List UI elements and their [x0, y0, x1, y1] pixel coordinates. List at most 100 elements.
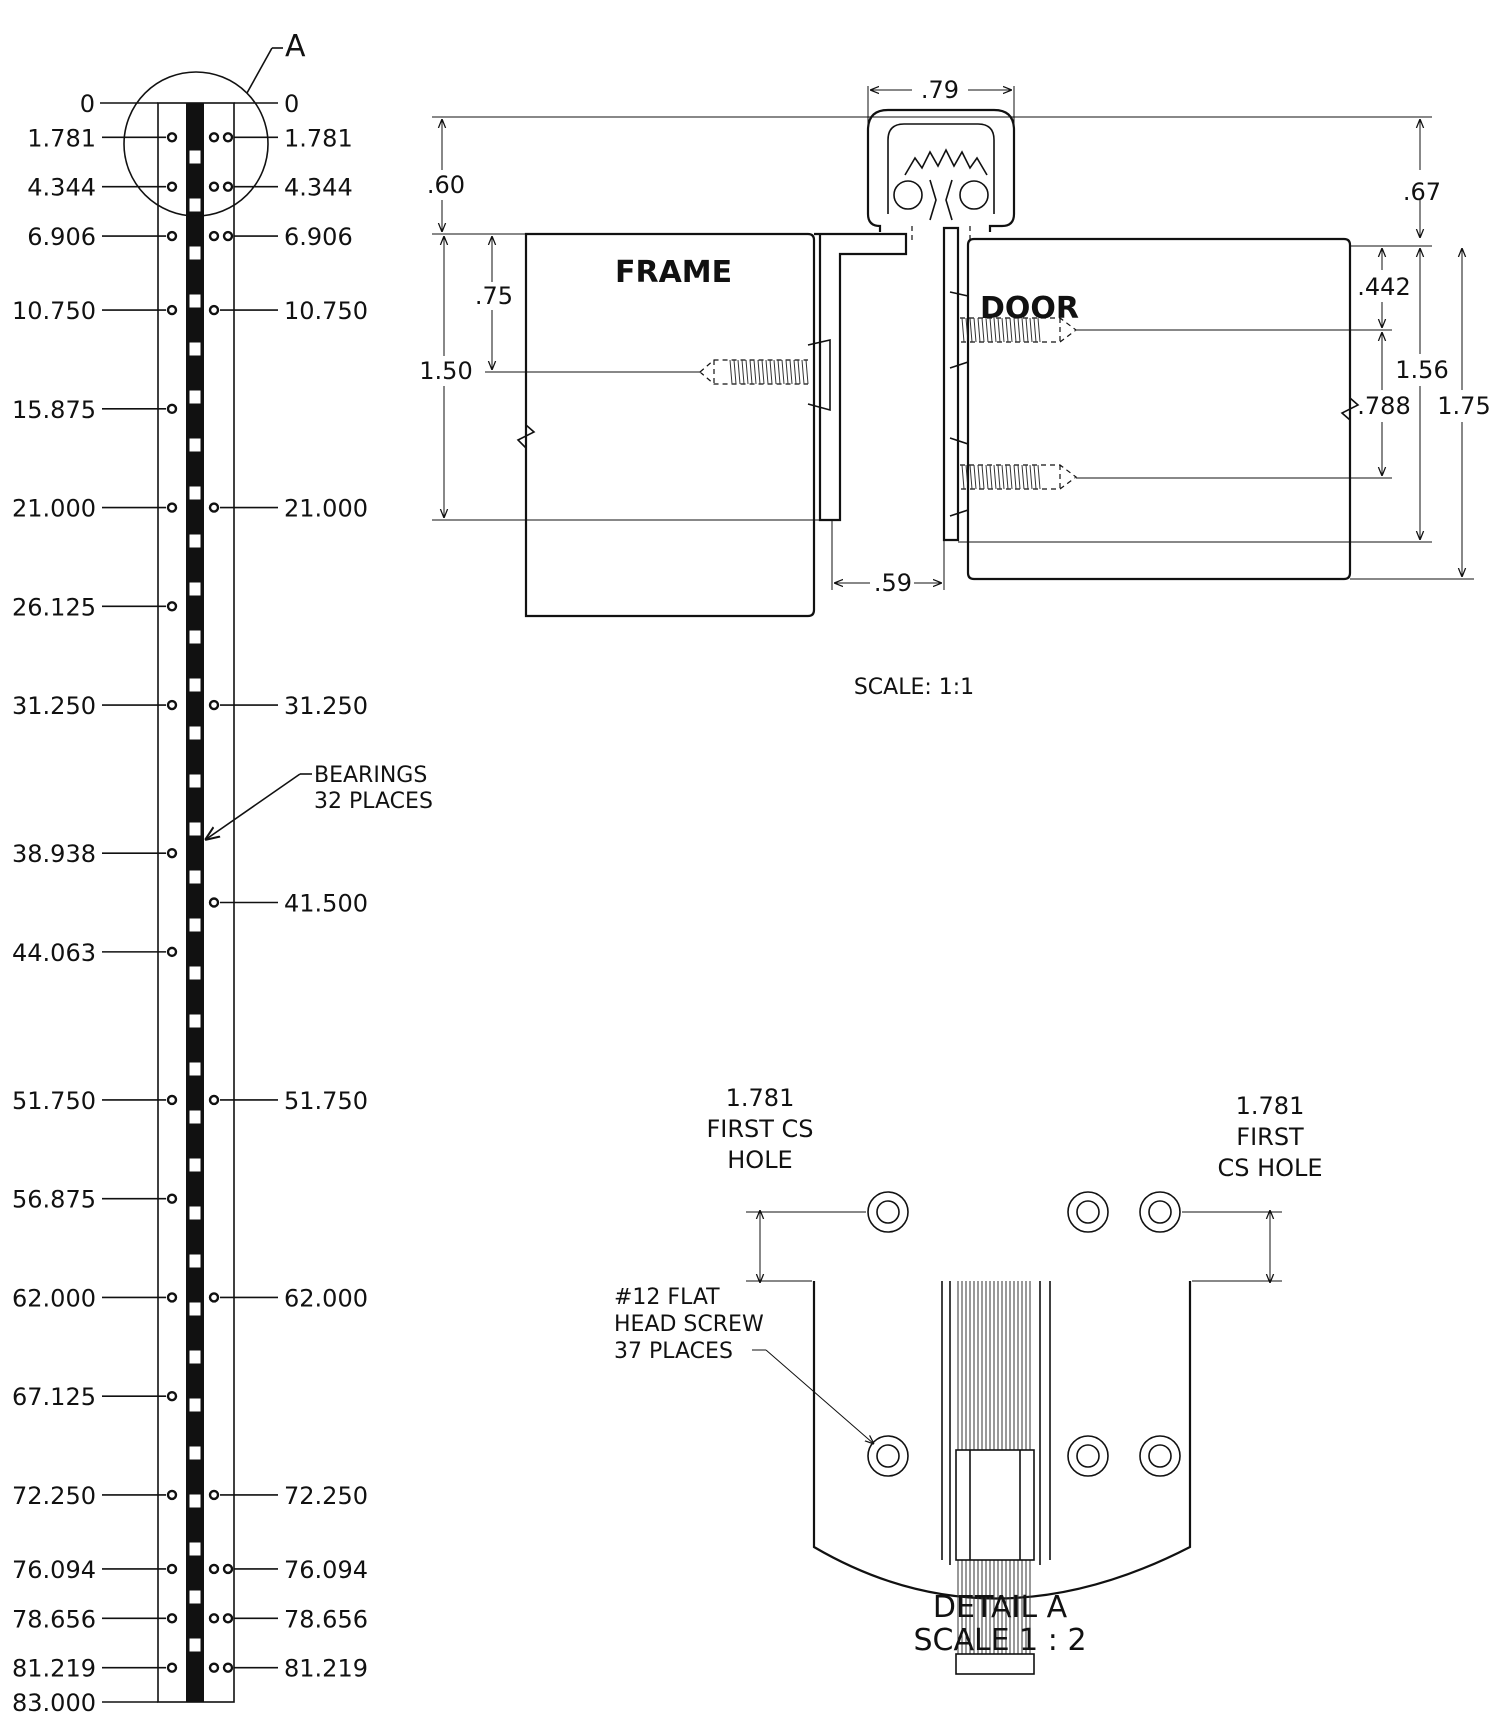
bearing-mark — [188, 197, 202, 213]
detail-left-dim-line2: FIRST CS — [706, 1115, 813, 1143]
left-screw-hole — [166, 1613, 178, 1624]
right-screw-hole — [208, 132, 220, 143]
screw-hole-6 — [1139, 1435, 1181, 1477]
door-screw-lower — [949, 437, 1077, 517]
left-screw-hole — [166, 946, 178, 958]
bearing-mark — [188, 1637, 202, 1653]
hinge-knuckle-profile — [866, 108, 1016, 232]
bearing-mark — [188, 293, 202, 309]
door-leaf — [942, 226, 960, 542]
bearing-mark — [188, 1013, 202, 1029]
right-screw-hole — [208, 181, 220, 192]
left-dim-label: 6.906 — [27, 223, 96, 251]
right-screw-hole — [222, 230, 234, 242]
right-dim-label: 78.656 — [284, 1605, 368, 1633]
section-scale-label: SCALE: 1:1 — [854, 675, 974, 700]
dim-door-screw-spacing: .788 — [1357, 392, 1410, 420]
dim-frame-total: 1.50 — [419, 357, 472, 385]
right-dim-label: 21.000 — [284, 495, 368, 523]
screw-hole-4 — [867, 1435, 909, 1477]
left-screw-hole — [166, 132, 178, 143]
dim-door-total-outer: 1.75 — [1437, 392, 1490, 420]
dim-left-height: .60 — [427, 171, 465, 199]
detail-left-dim-line1: 1.781 — [726, 1084, 795, 1112]
left-screw-hole — [166, 403, 178, 415]
left-dim-label: 76.094 — [12, 1556, 96, 1584]
bearing-mark — [188, 1301, 202, 1317]
left-screw-hole — [166, 1292, 178, 1303]
detail-a-circle — [123, 71, 269, 217]
door-block — [966, 237, 1352, 581]
right-dim-label: 72.250 — [284, 1482, 368, 1510]
bearings-leader — [205, 773, 301, 840]
screw-hole-1 — [867, 1191, 909, 1233]
bearing-mark — [188, 821, 202, 837]
right-screw-hole — [208, 1563, 220, 1575]
right-screw-hole — [208, 502, 220, 513]
right-screw-hole — [208, 1613, 220, 1624]
zero-right-label: 0 — [284, 90, 299, 118]
knuckle-center-rib — [929, 179, 953, 221]
bearing-mark — [188, 917, 202, 933]
left-dim-label: 67.125 — [12, 1383, 96, 1411]
bearing-mark — [188, 1493, 202, 1509]
bearing-mark — [188, 1109, 202, 1125]
right-screw-hole — [208, 699, 220, 711]
right-dim-label: 31.250 — [284, 692, 368, 720]
left-screw-hole — [166, 1390, 178, 1402]
knuckle-gear-teeth — [904, 148, 988, 176]
dim-gap: .59 — [874, 569, 912, 597]
left-screw-hole — [166, 502, 178, 513]
bearing-mark — [188, 581, 202, 597]
right-dim-label: 81.219 — [284, 1655, 368, 1683]
right-dim-label: 76.094 — [284, 1556, 368, 1584]
left-dim-label: 26.125 — [12, 593, 96, 621]
frame-leaf — [814, 232, 908, 522]
right-screw-hole — [222, 181, 234, 192]
right-dim-label: 62.000 — [284, 1284, 368, 1312]
right-screw-hole — [208, 230, 220, 242]
frame-label: FRAME — [615, 255, 732, 290]
left-dim-label: 72.250 — [12, 1482, 96, 1510]
right-screw-hole — [222, 132, 234, 143]
right-screw-hole — [208, 1662, 220, 1673]
detail-title-line1: DETAIL A — [933, 1590, 1068, 1625]
left-screw-hole — [166, 1563, 178, 1575]
bearing-mark — [188, 389, 202, 405]
right-dim-label: 51.750 — [284, 1087, 368, 1115]
bearing-mark — [188, 677, 202, 693]
screw-note-line3: 37 PLACES — [614, 1339, 733, 1364]
screw-note-line1: #12 FLAT — [614, 1285, 720, 1310]
left-dim-label: 51.750 — [12, 1087, 96, 1115]
hinge-elevation: A 0 0 1.7814.3446.90610.75015.87521.0002… — [12, 29, 433, 1713]
bearing-mark — [188, 773, 202, 789]
screw-hole-5 — [1067, 1435, 1109, 1477]
right-dim-label: 4.344 — [284, 174, 353, 202]
bearing-marks — [188, 149, 202, 1653]
detail-outline — [812, 1281, 1192, 1600]
bearing-mark — [188, 245, 202, 261]
right-dim-label: 6.906 — [284, 223, 353, 251]
bearing-mark — [188, 533, 202, 549]
knuckle-pin-left — [893, 180, 923, 210]
bearings-note-line1: BEARINGS — [314, 763, 427, 788]
detail-title-line2: SCALE 1 : 2 — [913, 1623, 1086, 1658]
bearing-mark — [188, 149, 202, 165]
detail-knuckle-hatch — [957, 1281, 1031, 1654]
left-dim-label: 31.250 — [12, 692, 96, 720]
bearing-mark — [188, 1349, 202, 1365]
left-screw-hole — [166, 601, 178, 612]
left-dim-label: 83.000 — [12, 1689, 96, 1713]
left-screw-hole — [166, 304, 178, 316]
right-screw-hole — [222, 1563, 234, 1575]
left-dim-label: 78.656 — [12, 1605, 96, 1633]
left-dim-label: 38.938 — [12, 840, 96, 868]
left-dim-label: 10.750 — [12, 297, 96, 325]
screw-note-line2: HEAD SCREW — [614, 1312, 764, 1337]
detail-right-dim-line2: FIRST — [1236, 1123, 1304, 1151]
left-screw-hole — [166, 1193, 178, 1204]
left-dim-label: 21.000 — [12, 495, 96, 523]
door-screw-upper — [949, 291, 1077, 369]
left-screw-hole — [166, 1094, 178, 1106]
bearing-mark — [188, 1205, 202, 1221]
